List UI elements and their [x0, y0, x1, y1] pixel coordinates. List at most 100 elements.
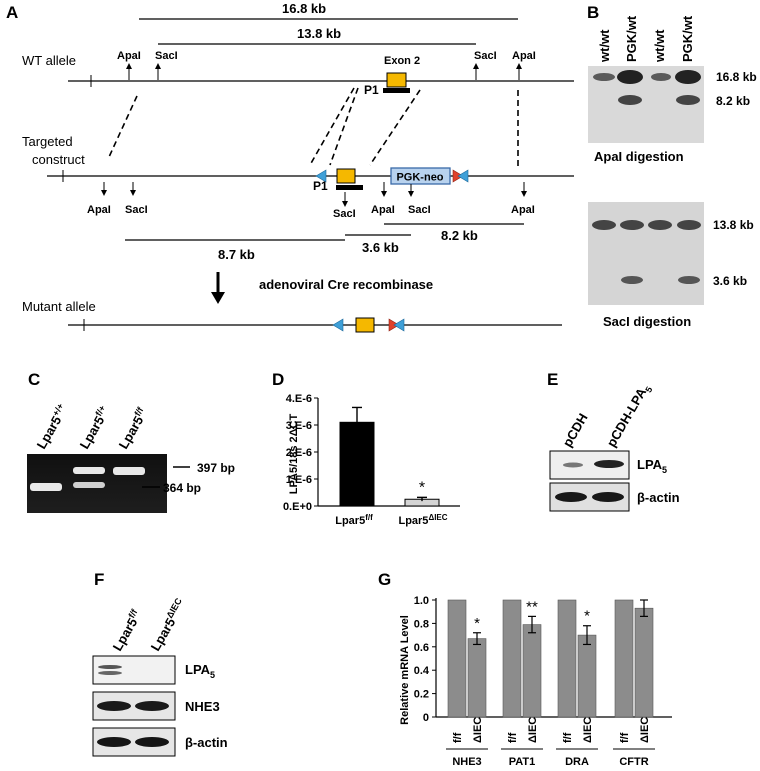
- f-actin-band-2: [135, 737, 169, 747]
- e-actin-band-2: [592, 492, 624, 502]
- exon2-label: Exon 2: [384, 55, 420, 67]
- f-row-actin: β-actin: [185, 735, 228, 750]
- d-axes: [317, 398, 460, 507]
- span-13-8-label: 13.8 kb: [297, 26, 341, 41]
- wt-saci-label-2: SacI: [474, 50, 497, 62]
- wt-p1-label: P1: [364, 83, 379, 97]
- d-bars: *: [339, 406, 440, 507]
- f-actin-band-1: [97, 737, 131, 747]
- e-lpa5-band-1: [563, 462, 583, 468]
- targeted-p1-label: P1: [313, 179, 328, 193]
- tc-apai-label-1: ApaI: [87, 204, 111, 216]
- pgk-neo-label: PGK-neo: [396, 172, 443, 184]
- panel-letter-f: F: [94, 570, 104, 589]
- g-bar-nhe3-2: [467, 638, 487, 718]
- g-bar-cftr-1: [614, 599, 634, 718]
- g-bar-cftr-2: [634, 607, 654, 718]
- d-ytick-label: 1.E-6: [286, 474, 312, 486]
- pgk-neo-box: [390, 167, 451, 185]
- d-ytick-label: 2.E-6: [286, 447, 312, 459]
- g-xlabel-pat1-2: ΔIEC: [527, 717, 539, 743]
- tc-saci-label-1: SacI: [125, 204, 148, 216]
- wt-apai-label-2: ApaI: [512, 50, 536, 62]
- g-xlabel-dra-1: f/f: [562, 732, 574, 743]
- d-yticks: 0.E+01.E-62.E-63.E-64.E-6: [283, 393, 318, 513]
- f-lpa5-band-1a: [98, 665, 122, 669]
- wt-apai-arrowhead-2: [516, 63, 522, 69]
- band-364-label: 364 bp: [163, 481, 201, 495]
- g-xlabel-pat1-1: f/f: [507, 732, 519, 743]
- span-16-8-label: 16.8 kb: [282, 1, 326, 16]
- panel-letter-e: E: [547, 370, 558, 389]
- targeted-construct-label-2: construct: [32, 152, 85, 167]
- apai-band-16-8: 16.8 kb: [716, 70, 757, 84]
- tc-apai-arrowhead-3: [521, 191, 527, 197]
- wt-saci-label-1: SacI: [155, 50, 178, 62]
- wt-probe-bar: [383, 88, 410, 93]
- lane-label-f-1: Lpar5f/f: [109, 607, 145, 654]
- apai-bands: [593, 70, 701, 105]
- apai-caption: ApaI digestion: [594, 149, 684, 164]
- panel-e-western-blot: pCDH pCDH-LPA5 LPA5 β-actin: [549, 385, 680, 512]
- d-xlabel-1: Lpar5f/f: [335, 513, 373, 527]
- g-bar-nhe3-1: [447, 599, 467, 718]
- d-xlabel-2: Lpar5ΔIEC: [398, 513, 447, 527]
- g-ytick-label: 0.2: [414, 689, 429, 701]
- d-ytick-label: 4.E-6: [286, 393, 312, 405]
- saci-band-13-8: 13.8 kb: [713, 218, 754, 232]
- f-lpa5-blot: [92, 655, 176, 685]
- f-row-nhe3: NHE3: [185, 699, 220, 714]
- tc-apai-label-2: ApaI: [371, 204, 395, 216]
- tc-apai-arrowhead-1: [101, 190, 107, 196]
- tc-saci-arrowhead-1: [130, 190, 136, 196]
- g-xlabel-nhe3-1: f/f: [452, 732, 464, 743]
- cre-label: adenoviral Cre recombinase: [259, 277, 433, 292]
- loxp-site-2: [457, 169, 469, 183]
- lane-label-c-2: Lpar5f/+: [76, 404, 113, 452]
- e-lpa5-band-2: [594, 460, 624, 468]
- tc-saci-arrowhead-2: [342, 201, 348, 207]
- span-3-6-label: 3.6 kb: [362, 240, 399, 255]
- exon2-box: [386, 72, 407, 88]
- g-xlabel-dra-2: ΔIEC: [582, 717, 594, 743]
- g-ytick-label: 0.4: [414, 665, 430, 677]
- g-significance-dra: *: [584, 608, 590, 625]
- lane-label-f-2: Lpar5ΔIEC: [147, 596, 190, 654]
- g-xlabel-nhe3-2: ΔIEC: [472, 717, 484, 743]
- span-8-2-label: 8.2 kb: [441, 228, 478, 243]
- lane-label-c-3: Lpar5f/f: [115, 405, 151, 452]
- targeted-probe-bar: [336, 185, 363, 190]
- tc-saci-label-2: SacI: [333, 208, 356, 220]
- e-row-lpa5: LPA5: [637, 457, 667, 475]
- panel-c-pcr-gel: Lpar5+/+ Lpar5f/+ Lpar5f/f 397 bp 364 bp: [27, 402, 235, 513]
- e-row-actin: β-actin: [637, 490, 680, 505]
- apai-band-8-2: 8.2 kb: [716, 94, 750, 108]
- g-group-label-pat1: PAT1: [509, 756, 536, 768]
- g-ytick-label: 0.6: [414, 642, 429, 654]
- band-397-label: 397 bp: [197, 461, 235, 475]
- lane-label-c-1: Lpar5+/+: [33, 402, 71, 452]
- g-ytick-label: 0: [423, 712, 429, 724]
- d-ytick-label: 3.E-6: [286, 420, 312, 432]
- g-ytick-label: 1.0: [414, 595, 429, 607]
- g-xlabel-cftr-2: ΔIEC: [639, 717, 651, 743]
- panel-letter-c: C: [28, 370, 40, 389]
- wt-saci-arrowhead-1: [155, 63, 161, 69]
- f-row-lpa5: LPA5: [185, 662, 215, 680]
- g-xlabel-cftr-1: f/f: [619, 732, 631, 743]
- wt-apai-arrowhead-1: [126, 63, 132, 69]
- lane-label-b-1: wt/wt: [597, 29, 612, 63]
- g-significance-pat1: **: [526, 598, 538, 615]
- g-group-label-cftr: CFTR: [619, 756, 648, 768]
- panel-g-mrna-chart: Relative mRNA Level 00.20.40.60.81.0 ***…: [399, 595, 672, 768]
- lane-label-e-1: pCDH: [560, 411, 591, 450]
- g-ylabel: Relative mRNA Level: [399, 615, 411, 725]
- g-yticks: 00.20.40.60.81.0: [414, 595, 436, 724]
- wt-allele-label: WT allele: [22, 53, 76, 68]
- cre-arrowhead: [211, 292, 225, 304]
- g-significance-nhe3: *: [474, 615, 480, 632]
- panel-letter-b: B: [587, 3, 599, 22]
- panel-a-gene-targeting-diagram: 16.8 kb 13.8 kb WT allele ApaI SacI SacI…: [22, 1, 574, 333]
